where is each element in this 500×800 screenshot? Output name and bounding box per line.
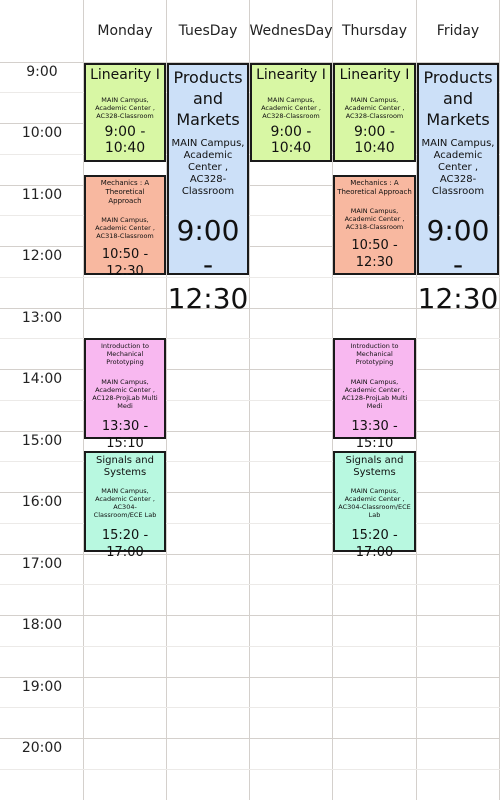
grid-line <box>0 738 500 739</box>
event-location: MAIN Campus, Academic Center , AC318-Cla… <box>344 207 405 231</box>
grid-line <box>0 215 500 216</box>
event-location: MAIN Campus, Academic Center , AC328-Cla… <box>421 138 495 197</box>
event-location: MAIN Campus, Academic Center , AC128-Pro… <box>92 378 158 410</box>
time-label: 12:00 <box>21 248 63 264</box>
event-time: 9:00 - 10:40 <box>104 124 146 156</box>
time-label: 20:00 <box>21 740 63 756</box>
event-title: Introduction to Mechanical Prototyping <box>350 342 399 366</box>
grid-line <box>0 492 500 493</box>
event-prototyping-thursday[interactable]: Introduction to Mechanical Prototyping M… <box>333 338 416 451</box>
time-label: 10:00 <box>21 125 63 141</box>
grid-line <box>0 769 500 770</box>
event-products-friday[interactable]: Products and Markets MAIN Campus, Academ… <box>417 63 499 315</box>
event-linearity-wednesday[interactable]: Linearity I MAIN Campus, Academic Center… <box>250 63 332 162</box>
event-title: Linearity I <box>339 67 410 83</box>
event-location: MAIN Campus, Academic Center , AC328-Cla… <box>171 138 245 197</box>
event-signals-thursday[interactable]: Signals and Systems MAIN Campus, Academi… <box>333 451 416 560</box>
event-time: 9:00 - 10:40 <box>270 124 312 156</box>
time-label: 19:00 <box>21 679 63 695</box>
time-label: 16:00 <box>21 494 63 510</box>
event-mechanics-thursday[interactable]: Mechanics : A Theoretical Approach MAIN … <box>333 175 416 275</box>
event-linearity-thursday[interactable]: Linearity I MAIN Campus, Academic Center… <box>333 63 416 162</box>
grid-line <box>0 615 500 616</box>
event-time: 15:20 - 17:00 <box>351 528 398 560</box>
event-signals-monday[interactable]: Signals and Systems MAIN Campus, Academi… <box>84 451 166 560</box>
grid-line <box>0 185 500 186</box>
grid-line <box>0 246 500 247</box>
grid-line <box>0 707 500 708</box>
grid-line <box>0 308 500 309</box>
grid-line <box>0 62 500 63</box>
time-label: 13:00 <box>21 310 63 326</box>
event-time: 13:30 - 15:10 <box>101 419 149 451</box>
event-time: 10:50 - 12:30 <box>351 238 398 270</box>
event-time: 13:30 - 15:10 <box>351 419 398 451</box>
event-time: 10:50 - 12:30 <box>101 247 149 279</box>
event-location: MAIN Campus, Academic Center , AC318-Cla… <box>95 216 155 240</box>
grid-line <box>0 338 500 339</box>
grid-line <box>0 400 500 401</box>
event-time: 15:20 - 17:00 <box>101 528 149 560</box>
event-location: MAIN Campus, Academic Center , AC304-Cla… <box>93 487 157 519</box>
event-location: MAIN Campus, Academic Center , AC304-Cla… <box>338 487 411 519</box>
time-label: 15:00 <box>21 433 63 449</box>
day-header-thursday: Thursday <box>341 23 408 39</box>
event-time: 9:00 - 12:30 <box>167 214 249 315</box>
event-location: MAIN Campus, Academic Center , AC328-Cla… <box>344 96 405 120</box>
event-title: Signals and Systems <box>345 455 404 478</box>
event-title: Linearity I <box>90 67 160 83</box>
grid-line <box>0 369 500 370</box>
event-title: Mechanics : A Theoretical Approach <box>100 179 150 205</box>
event-location: MAIN Campus, Academic Center , AC328-Cla… <box>261 96 321 120</box>
event-title: Introduction to Mechanical Prototyping <box>101 342 149 366</box>
grid-line <box>0 277 500 278</box>
event-location: MAIN Campus, Academic Center , AC128-Pro… <box>341 378 408 410</box>
event-time: 9:00 - 12:30 <box>417 214 499 315</box>
event-title: Mechanics : A Theoretical Approach <box>337 179 412 196</box>
event-linearity-monday[interactable]: Linearity I MAIN Campus, Academic Center… <box>84 63 166 162</box>
day-header-friday: Friday <box>436 23 480 39</box>
grid-line <box>0 461 500 462</box>
time-label: 9:00 <box>26 64 58 80</box>
event-products-tuesday[interactable]: Products and Markets MAIN Campus, Academ… <box>167 63 249 315</box>
time-label: 17:00 <box>21 556 63 572</box>
event-location: MAIN Campus, Academic Center , AC328-Cla… <box>95 96 155 120</box>
event-title: Signals and Systems <box>96 455 154 478</box>
event-prototyping-monday[interactable]: Introduction to Mechanical Prototyping M… <box>84 338 166 451</box>
grid-line <box>0 646 500 647</box>
time-label: 11:00 <box>21 187 63 203</box>
grid-line <box>0 431 500 432</box>
grid-line <box>0 554 500 555</box>
time-label: 18:00 <box>21 617 63 633</box>
day-header-wednesday: WednesDay <box>249 23 333 39</box>
event-mechanics-monday[interactable]: Mechanics : A Theoretical Approach MAIN … <box>84 175 166 279</box>
day-header-monday: Monday <box>97 23 153 39</box>
event-title: Linearity I <box>256 67 326 83</box>
event-title: Products and Markets <box>423 68 493 129</box>
event-time: 9:00 - 10:40 <box>354 124 395 156</box>
day-header-tuesday: TuesDay <box>178 23 238 39</box>
time-label: 14:00 <box>21 371 63 387</box>
grid-line <box>0 677 500 678</box>
grid-line <box>0 584 500 585</box>
event-title: Products and Markets <box>173 68 243 129</box>
grid-line <box>0 523 500 524</box>
